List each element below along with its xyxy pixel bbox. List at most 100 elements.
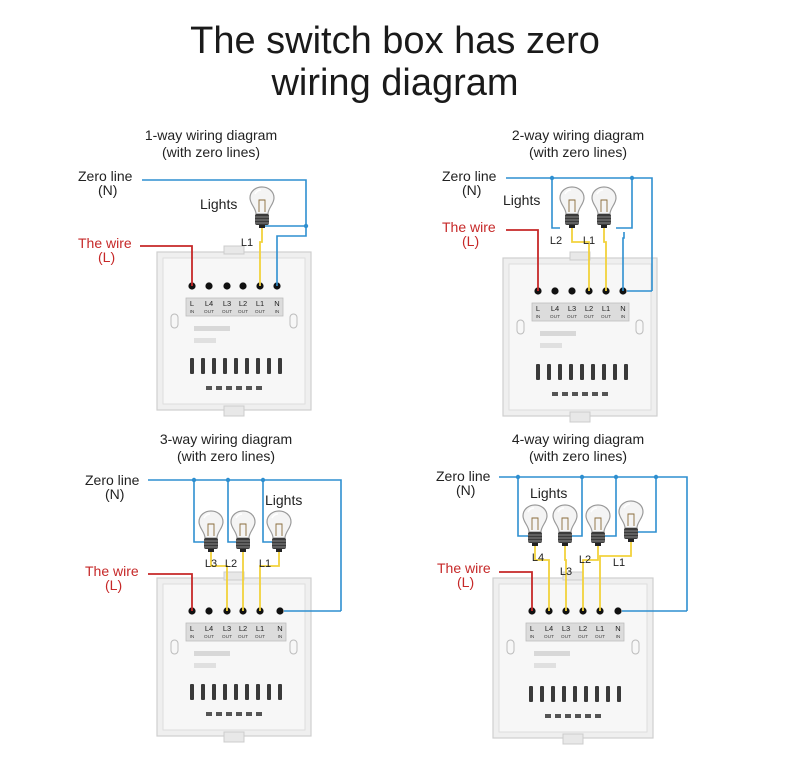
diagram-heading: 4-way wiring diagram xyxy=(512,431,644,447)
live-wire-sub-label: (L) xyxy=(457,574,474,590)
junction-dot xyxy=(629,175,635,181)
load-wire-l1 xyxy=(599,542,632,611)
vent-slot xyxy=(573,686,577,702)
terminal-sub-label: OUT xyxy=(222,309,232,315)
bulb-label: L2 xyxy=(550,235,562,247)
terminal-label: L xyxy=(190,624,194,633)
terminal-label: L2 xyxy=(585,304,593,313)
bottom-tab xyxy=(565,714,571,718)
vent-slot xyxy=(278,684,282,700)
terminal-sub-label: OUT xyxy=(595,634,605,640)
bottom-tab xyxy=(226,386,232,390)
bottom-tab xyxy=(226,712,232,716)
cert-mark xyxy=(194,663,216,668)
light-bulb-icon xyxy=(230,510,256,552)
junction-dot xyxy=(613,474,619,480)
vent-slot xyxy=(256,358,260,374)
terminal-sub-label: OUT xyxy=(601,314,611,320)
bulb-filament xyxy=(258,199,266,212)
terminal-screw xyxy=(614,607,622,615)
cert-mark xyxy=(540,343,562,348)
load-wire-l2 xyxy=(582,546,599,611)
diagram-heading: 2-way wiring diagram xyxy=(512,127,644,143)
bottom-clip xyxy=(562,733,584,745)
bulb-tip xyxy=(569,225,575,228)
zero-line-sub-label: (N) xyxy=(456,482,475,498)
vent-slot xyxy=(562,686,566,702)
terminal-screw xyxy=(276,607,284,615)
live-wire xyxy=(499,571,533,611)
terminal-label: L2 xyxy=(579,624,587,633)
vent-slot xyxy=(201,684,205,700)
terminal-sub-label: OUT xyxy=(255,634,265,640)
terminal-label: L xyxy=(190,299,194,308)
zero-line-wire xyxy=(499,476,688,611)
bulb-label: L3 xyxy=(205,558,217,570)
lights-label: Lights xyxy=(265,492,302,508)
vent-slot xyxy=(602,364,606,380)
junction-dot xyxy=(225,477,231,483)
terminal-label: L3 xyxy=(223,624,231,633)
bottom-tab xyxy=(236,712,242,716)
bulb-highlight xyxy=(590,507,598,513)
live-wire xyxy=(506,229,539,291)
vent-slot xyxy=(256,684,260,700)
terminal-screw xyxy=(568,287,576,295)
bulb-filament xyxy=(275,523,283,536)
bulb-tip xyxy=(208,549,214,552)
top-clip xyxy=(569,251,591,261)
bottom-tab xyxy=(562,392,568,396)
terminal-sub-label: IN xyxy=(190,309,195,315)
zero-line-sub-label: (N) xyxy=(105,486,124,502)
bulb-label: L1 xyxy=(259,558,271,570)
vent-slot xyxy=(529,686,533,702)
terminal-label: L3 xyxy=(562,624,570,633)
bulb-label: L2 xyxy=(225,558,237,570)
bulb-filament xyxy=(239,523,247,536)
live-wire-sub-label: (L) xyxy=(105,577,122,593)
bulb-glass xyxy=(559,186,585,215)
terminal-sub-label: OUT xyxy=(544,634,554,640)
terminal-sub-label: OUT xyxy=(584,314,594,320)
vent-slot xyxy=(190,684,194,700)
live-wire xyxy=(148,573,193,611)
bottom-tab xyxy=(256,712,262,716)
bulb-glass xyxy=(522,504,548,533)
vent-slot xyxy=(540,686,544,702)
bottom-tab xyxy=(602,392,608,396)
wiring-diagram-1-way: 1-way wiring diagram(with zero lines)LIN… xyxy=(78,127,312,417)
load-wire-l2 xyxy=(571,228,590,291)
bulb-tip xyxy=(276,549,282,552)
live-wire xyxy=(140,245,193,286)
terminal-screw xyxy=(239,282,247,290)
mounting-slot xyxy=(631,639,640,655)
bulb-glass xyxy=(249,186,275,215)
vent-slot xyxy=(267,358,271,374)
junction-dot xyxy=(191,477,197,483)
terminal-sub-label: OUT xyxy=(567,314,577,320)
bottom-tab xyxy=(206,712,212,716)
diagram-subheading: (with zero lines) xyxy=(529,144,627,160)
neutral-to-terminal-wire xyxy=(622,232,625,291)
vent-slot xyxy=(569,364,573,380)
lights-label: Lights xyxy=(530,485,567,501)
terminal-sub-label: OUT xyxy=(204,309,214,315)
terminal-sub-label: IN xyxy=(278,634,283,640)
light-bulb-icon xyxy=(552,504,578,546)
terminal-label: L1 xyxy=(596,624,604,633)
terminal-sub-label: OUT xyxy=(255,309,265,315)
terminal-sub-label: IN xyxy=(536,314,541,320)
bottom-tab xyxy=(592,392,598,396)
terminal-label: L4 xyxy=(551,304,559,313)
load-wire-l1 xyxy=(603,228,607,291)
terminal-label: L3 xyxy=(223,299,231,308)
brand-mark xyxy=(534,651,570,656)
vent-slot xyxy=(547,364,551,380)
bulb-glass xyxy=(585,504,611,533)
bulb-filament xyxy=(531,517,539,530)
terminal-label: L4 xyxy=(205,624,213,633)
neutral-to-bulb-wire xyxy=(616,178,633,229)
